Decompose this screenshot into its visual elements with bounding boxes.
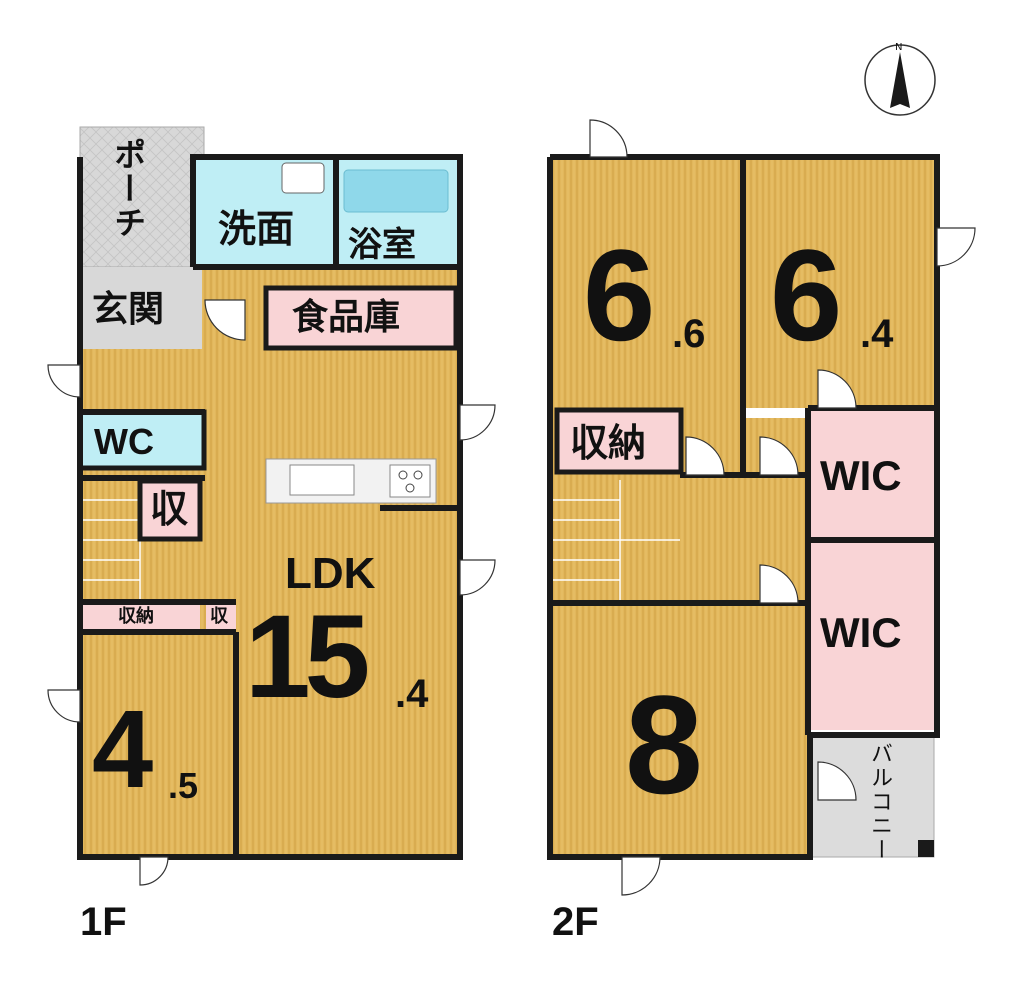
storage-a-label: 収納 <box>118 606 154 627</box>
entrance-label: 玄関 <box>92 289 165 330</box>
storage-strip-area <box>80 605 200 630</box>
wic-1-label: WIC <box>820 452 902 499</box>
storage-small-b-label: 収 <box>210 606 228 627</box>
room-nw-size-int: 6 <box>583 222 656 368</box>
ldk-label: LDK <box>285 549 376 598</box>
wic-2-label: WIC <box>820 609 902 656</box>
room-nw-size-dec: .6 <box>672 312 706 356</box>
pantry-area <box>263 285 459 351</box>
kitchen-sink <box>289 464 355 496</box>
western-room-size-int: 4 <box>92 688 154 811</box>
floor-label-1f: 1F <box>80 900 127 944</box>
doors-2f <box>589 119 976 896</box>
room-south-size-int: 8 <box>625 666 703 823</box>
floor-1f <box>47 126 496 886</box>
compass-icon <box>864 44 936 116</box>
walls-1f <box>77 154 463 860</box>
room-ne-size-dec: .4 <box>860 312 894 356</box>
wc-label: WC <box>94 421 154 462</box>
room-nw-floor <box>553 160 743 418</box>
storage-2f-label: 収納 <box>570 421 647 465</box>
room-south-floor <box>553 605 808 855</box>
stairs-2f <box>553 480 680 600</box>
entrance-area <box>80 267 202 349</box>
porch-label: ポーチ <box>109 138 147 240</box>
bath-label: 浴室 <box>348 225 416 265</box>
washbasin <box>281 162 325 194</box>
storage-small-b-area <box>206 605 236 630</box>
floor-label-2f: 2F <box>552 900 599 944</box>
washroom-label: 洗面 <box>218 207 295 251</box>
balcony-post <box>918 840 934 857</box>
balcony-label: バルコニー <box>867 742 892 862</box>
pantry-label: 食品庫 <box>292 297 401 338</box>
wic-1-area <box>808 410 934 540</box>
wic-2-area <box>808 540 934 730</box>
floor-2f <box>547 119 976 896</box>
compass-north-label: N <box>895 42 903 53</box>
ldk-size-dec: .4 <box>395 672 429 716</box>
bathtub <box>343 169 449 213</box>
room-ne-floor <box>746 160 934 408</box>
ldk-size-int: 15 <box>245 591 370 723</box>
storage-small-a-label: 収 <box>150 487 189 531</box>
doors-1f <box>47 299 496 886</box>
porch-area <box>79 126 205 268</box>
western-room-size-dec: .5 <box>168 765 199 806</box>
room-ne-size-int: 6 <box>770 222 843 368</box>
storage-2f-area <box>554 407 684 475</box>
